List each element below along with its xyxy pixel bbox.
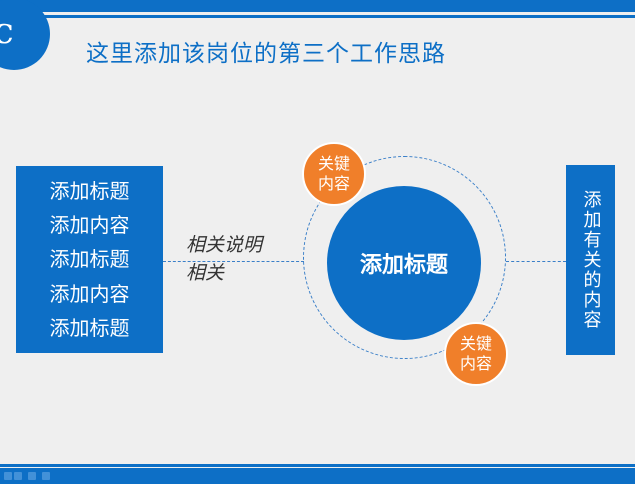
footer-bar xyxy=(0,468,635,484)
header-rule xyxy=(0,15,635,18)
key-content-badge-top[interactable]: 关键 内容 xyxy=(302,142,366,206)
left-list-box[interactable]: 添加标题 添加内容 添加标题 添加内容 添加标题 xyxy=(16,166,163,353)
pen-icon[interactable] xyxy=(14,472,22,480)
list-item[interactable]: 添加标题 xyxy=(49,179,130,204)
connector-label-line1: 相关说明 xyxy=(186,234,263,256)
menu-icon[interactable] xyxy=(28,472,36,480)
right-text: 添加有关的内容 xyxy=(580,190,602,330)
connector-label[interactable]: 相关说明 相关 xyxy=(186,231,262,287)
logo-letter: C xyxy=(0,20,14,50)
dashed-ring xyxy=(303,156,506,359)
badge-line2: 内容 xyxy=(459,354,492,373)
list-item[interactable]: 添加标题 xyxy=(49,315,130,340)
list-item[interactable]: 添加标题 xyxy=(49,247,130,272)
badge-line2: 内容 xyxy=(317,174,350,193)
badge-line1: 关键 xyxy=(459,334,492,353)
next-slide-icon[interactable] xyxy=(42,472,50,480)
right-text-box[interactable]: 添加有关的内容 xyxy=(566,165,615,355)
page-title[interactable]: 这里添加该岗位的第三个工作思路 xyxy=(86,41,446,67)
header-bar xyxy=(0,0,635,12)
connector-line-right xyxy=(506,261,566,262)
footer-rule xyxy=(0,464,635,467)
connector-label-line2: 相关 xyxy=(186,262,225,284)
list-item[interactable]: 添加内容 xyxy=(49,281,130,306)
prev-slide-icon[interactable] xyxy=(4,472,12,480)
key-content-badge-bottom[interactable]: 关键 内容 xyxy=(444,322,508,386)
badge-line1: 关键 xyxy=(317,154,350,173)
connector-line-left xyxy=(163,261,304,262)
center-circle[interactable]: 添加标题 xyxy=(327,186,481,340)
logo-badge: C xyxy=(0,0,50,70)
center-title: 添加标题 xyxy=(359,253,448,278)
list-item[interactable]: 添加内容 xyxy=(49,213,130,238)
